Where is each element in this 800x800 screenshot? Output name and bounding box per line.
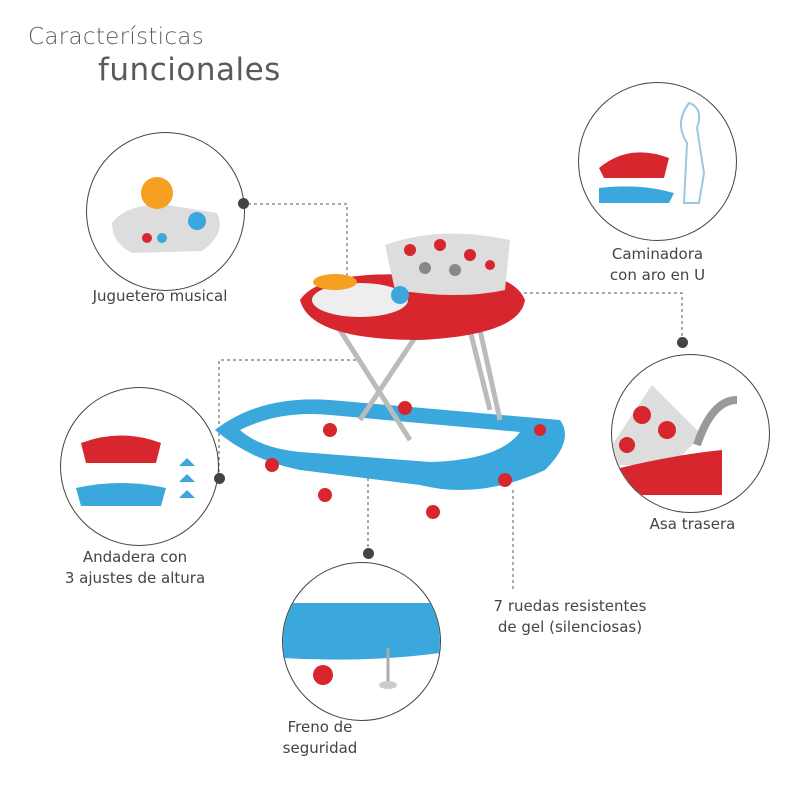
label-height-adjust-l2: 3 ajustes de altura (64, 569, 206, 587)
label-brake-l1: Freno de (287, 718, 353, 736)
label-musical-toy: Juguetero musical (92, 287, 228, 305)
label-u-ring-l1: Caminadora (611, 245, 704, 263)
baby-walker-image (215, 233, 565, 519)
feature-circle-musical-toy (86, 132, 245, 291)
label-u-ring: Caminadora con aro en U (580, 244, 735, 286)
label-height-adjust-l1: Andadera con (82, 548, 188, 566)
label-rear-handle: Asa trasera (649, 515, 736, 533)
label-brake: Freno de seguridad (270, 717, 370, 759)
label-gel-wheels: 7 ruedas resistentes de gel (silenciosas) (470, 596, 670, 638)
feature-circle-brake (282, 562, 441, 721)
title-line2: funcionales (98, 52, 281, 88)
callout-dot-height (214, 473, 225, 484)
title-line1: Características (28, 24, 204, 50)
feature-circle-rear-handle (611, 354, 770, 513)
callout-dot-musical (238, 198, 249, 209)
label-gel-wheels-l1: 7 ruedas resistentes (493, 597, 647, 615)
label-brake-l2: seguridad (282, 739, 358, 757)
feature-circle-u-ring (578, 82, 737, 241)
label-u-ring-l2: con aro en U (609, 266, 706, 284)
label-height-adjust: Andadera con 3 ajustes de altura (45, 547, 225, 589)
callout-dot-brake (363, 548, 374, 559)
feature-circle-height-adjust (60, 387, 219, 546)
callout-dot-u-ring (677, 337, 688, 348)
label-gel-wheels-l2: de gel (silenciosas) (497, 618, 643, 636)
